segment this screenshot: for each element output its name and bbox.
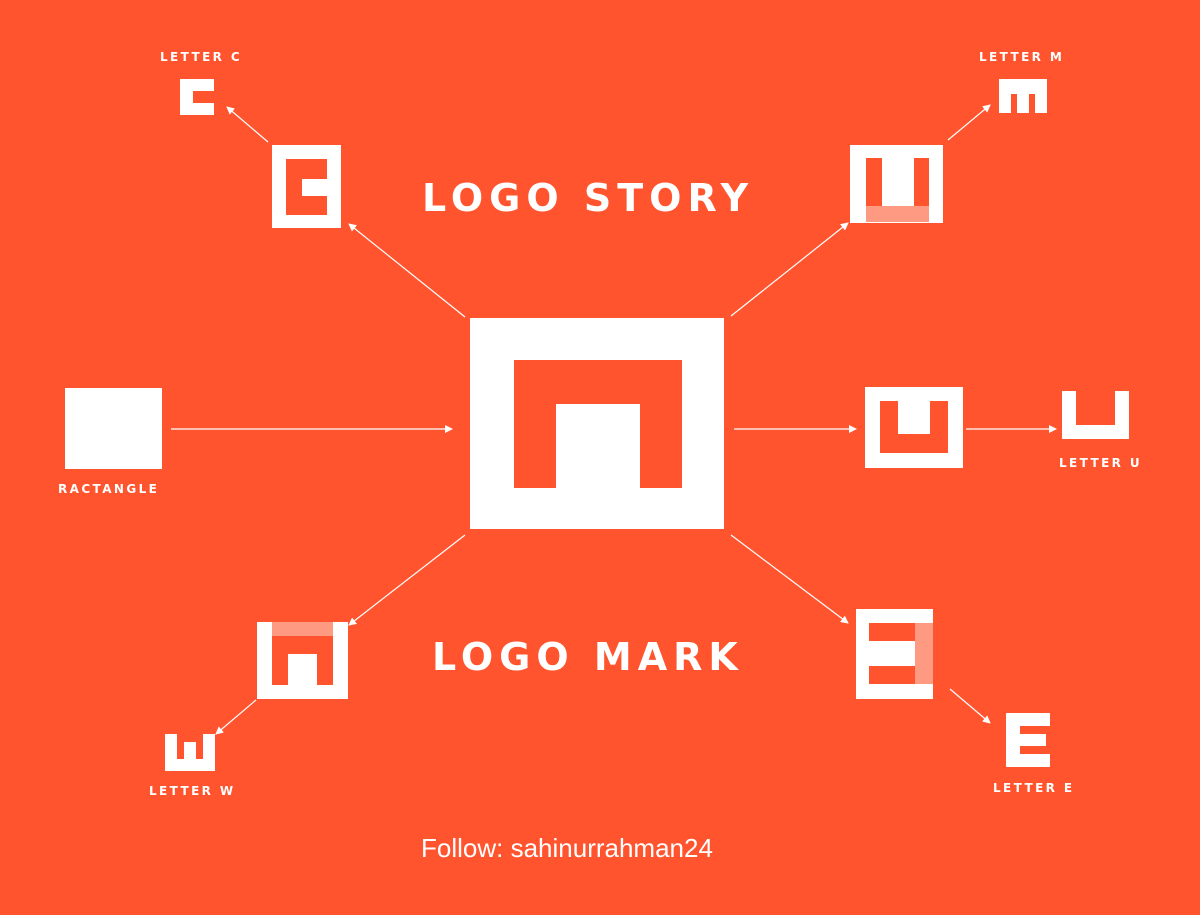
letter-u-icon	[1062, 391, 1129, 439]
arrow-mark-to-e	[730, 534, 849, 624]
arrow-w-to-letter-w	[215, 699, 257, 735]
letter-m-icon	[999, 79, 1047, 113]
arrow-mark-to-w	[348, 534, 466, 626]
label-letter-m: LETTER M	[979, 50, 1065, 64]
letter-e-icon	[1006, 713, 1050, 767]
letter-w-icon	[165, 734, 215, 771]
u-box-icon	[865, 387, 963, 468]
letter-c-icon	[180, 79, 214, 115]
label-letter-u: LETTER U	[1059, 456, 1143, 470]
central-logo-mark	[470, 318, 724, 529]
rectangle-shape	[65, 388, 162, 469]
c-box-icon	[272, 145, 341, 228]
arrow-mark-to-m	[730, 222, 849, 317]
label-letter-e: LETTER E	[993, 781, 1075, 795]
arrow-c-to-letter-c	[226, 106, 269, 143]
w-box-icon	[257, 622, 348, 699]
label-rectangle: RACTANGLE	[58, 482, 160, 496]
arrows	[171, 104, 1057, 735]
arrow-m-to-letter-m	[947, 104, 991, 141]
footer-follow-text: Follow: sahinurrahman24	[421, 833, 713, 863]
arrow-e-to-letter-e	[949, 688, 991, 724]
e-box-icon	[856, 609, 933, 699]
logo-mark-title: LOGO MARK	[432, 635, 744, 679]
arrow-mark-to-c	[348, 223, 466, 318]
m-box-icon	[850, 145, 943, 223]
label-letter-w: LETTER W	[149, 784, 236, 798]
label-letter-c: LETTER C	[160, 50, 243, 64]
logo-story-title: LOGO STORY	[422, 176, 755, 220]
